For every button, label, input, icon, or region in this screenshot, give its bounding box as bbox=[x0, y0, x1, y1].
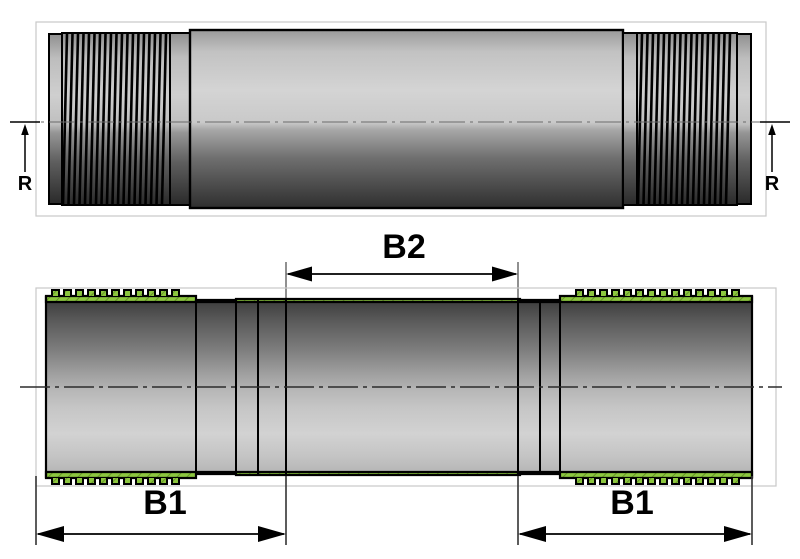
right-end-face bbox=[736, 33, 752, 205]
dimension-b1-right: B1 bbox=[517, 476, 753, 545]
b1-left-label: B1 bbox=[143, 484, 186, 522]
left-collar bbox=[169, 32, 191, 206]
dimension-r-right: R bbox=[760, 121, 790, 195]
b1-left-arrowhead-end bbox=[258, 526, 286, 542]
dimension-r-left: R bbox=[10, 121, 40, 195]
bottom-left-threads bbox=[51, 478, 180, 485]
barrel-body bbox=[188, 28, 625, 210]
right-thread-lines bbox=[636, 33, 732, 205]
top-left-threads bbox=[51, 289, 180, 296]
cross-section-view bbox=[20, 287, 782, 487]
b1-right-label: B1 bbox=[610, 484, 653, 522]
top-left-thread-teeth bbox=[51, 289, 180, 296]
top-right-thread-teeth bbox=[575, 289, 740, 296]
left-thread-lines bbox=[61, 33, 168, 205]
right-thread-band bbox=[636, 32, 738, 206]
r-right-arrowhead bbox=[768, 124, 776, 135]
b2-arrowhead-left bbox=[286, 266, 312, 282]
bottom-left-thread-teeth bbox=[51, 478, 180, 485]
bottom-right-threads bbox=[575, 478, 740, 485]
b1-right-arrowhead-start bbox=[518, 526, 546, 542]
r-left-arrowhead bbox=[21, 124, 29, 135]
elevation-frame bbox=[35, 21, 767, 217]
b2-arrowhead-right bbox=[492, 266, 518, 282]
bore-upper bbox=[46, 302, 752, 387]
left-thread-band bbox=[61, 32, 171, 206]
b1-right-arrowhead-end bbox=[724, 526, 752, 542]
exterior-elevation-view bbox=[10, 21, 790, 217]
bottom-right-thread-teeth bbox=[575, 478, 740, 485]
r-left-label: R bbox=[18, 173, 33, 195]
bore-lower bbox=[46, 387, 752, 472]
top-right-threads bbox=[575, 289, 740, 296]
b1-left-arrowhead-start bbox=[36, 526, 64, 542]
r-right-label: R bbox=[765, 173, 780, 195]
dimension-b1-left: B1 bbox=[35, 476, 287, 545]
b2-label: B2 bbox=[382, 228, 425, 266]
